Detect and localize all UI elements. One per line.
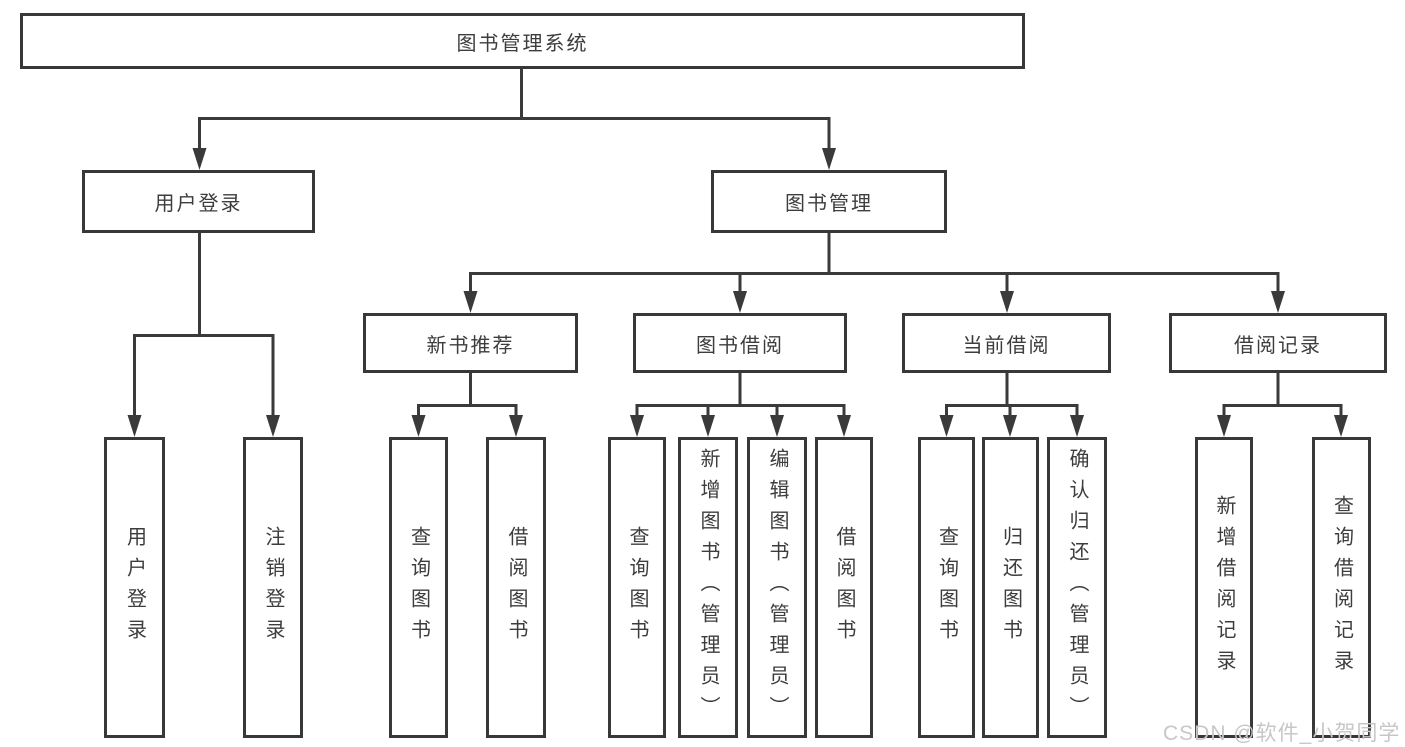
- arrowhead: [630, 415, 644, 437]
- node-user-login: 用户登录: [82, 170, 315, 233]
- arrowhead: [463, 291, 478, 313]
- leaf-query-borrow-record: 查询借阅记录: [1312, 437, 1371, 738]
- leaf-user-login: 用户登录: [104, 437, 165, 738]
- arrowhead: [1003, 415, 1017, 437]
- arrowhead: [1217, 415, 1231, 437]
- node-label: 用户登录: [154, 193, 243, 215]
- arrowhead: [509, 415, 523, 437]
- node-borrow-record: 借阅记录: [1169, 313, 1387, 373]
- arrowhead: [411, 415, 426, 437]
- leaf-query-book-borrow: 查询图书: [608, 437, 666, 738]
- leaf-label: 编辑图书（管理员）: [766, 448, 788, 727]
- leaf-label: 借阅图书: [505, 525, 527, 650]
- node-label: 当前借阅: [962, 334, 1051, 357]
- arrowhead: [822, 148, 836, 170]
- arrowhead: [939, 415, 954, 437]
- leaf-label: 查询图书: [407, 525, 430, 650]
- leaf-query-book-recommend: 查询图书: [389, 437, 448, 738]
- arrowhead: [837, 415, 851, 437]
- leaf-borrow-book: 借阅图书: [815, 437, 873, 738]
- leaf-query-book-current: 查询图书: [918, 437, 975, 738]
- leaf-add-book-admin: 新增图书（管理员）: [678, 437, 738, 738]
- arrowhead: [701, 415, 715, 437]
- leaf-edit-book-admin: 编辑图书（管理员）: [747, 437, 807, 738]
- leaf-return-book: 归还图书: [982, 437, 1039, 738]
- node-book-borrow: 图书借阅: [633, 313, 847, 373]
- leaf-label: 查询图书: [935, 525, 958, 650]
- node-label: 图书管理: [785, 193, 873, 215]
- arrowhead: [1000, 291, 1014, 313]
- arrowhead: [770, 415, 784, 437]
- leaf-label: 新增图书（管理员）: [697, 448, 719, 727]
- arrowhead: [266, 415, 280, 437]
- arrowhead: [1334, 415, 1348, 437]
- node-root-library-management-system: 图书管理系统: [20, 13, 1025, 69]
- node-new-book-recommend: 新书推荐: [363, 313, 578, 373]
- leaf-label: 查询图书: [626, 525, 648, 650]
- arrowhead: [1070, 415, 1084, 437]
- leaf-label: 注销登录: [262, 525, 284, 650]
- arrowhead: [733, 291, 747, 313]
- connector-paths: [133, 69, 1343, 417]
- leaf-label: 归还图书: [999, 525, 1022, 650]
- leaf-label: 确认归还（管理员）: [1066, 448, 1088, 727]
- arrowhead: [192, 148, 207, 170]
- leaf-label: 查询借阅记录: [1330, 494, 1353, 681]
- leaf-label: 新增借阅记录: [1213, 494, 1235, 681]
- leaf-label: 用户登录: [123, 525, 146, 650]
- csdn-watermark: CSDN @软件_小贺同学: [1163, 722, 1401, 745]
- node-book-management: 图书管理: [711, 170, 947, 233]
- arrowhead: [1271, 291, 1285, 313]
- arrowhead: [127, 415, 142, 437]
- node-label: 图书管理系统: [456, 32, 589, 55]
- node-label: 借阅记录: [1234, 334, 1322, 357]
- leaf-logout: 注销登录: [243, 437, 303, 738]
- leaf-add-borrow-record: 新增借阅记录: [1195, 437, 1253, 738]
- arrowheads: [127, 148, 1348, 437]
- node-label: 图书借阅: [696, 334, 784, 357]
- leaf-confirm-return-admin: 确认归还（管理员）: [1047, 437, 1107, 738]
- leaf-label: 借阅图书: [833, 525, 855, 650]
- node-label: 新书推荐: [426, 334, 515, 357]
- node-current-borrow: 当前借阅: [902, 313, 1111, 373]
- leaf-borrow-book-recommend: 借阅图书: [486, 437, 546, 738]
